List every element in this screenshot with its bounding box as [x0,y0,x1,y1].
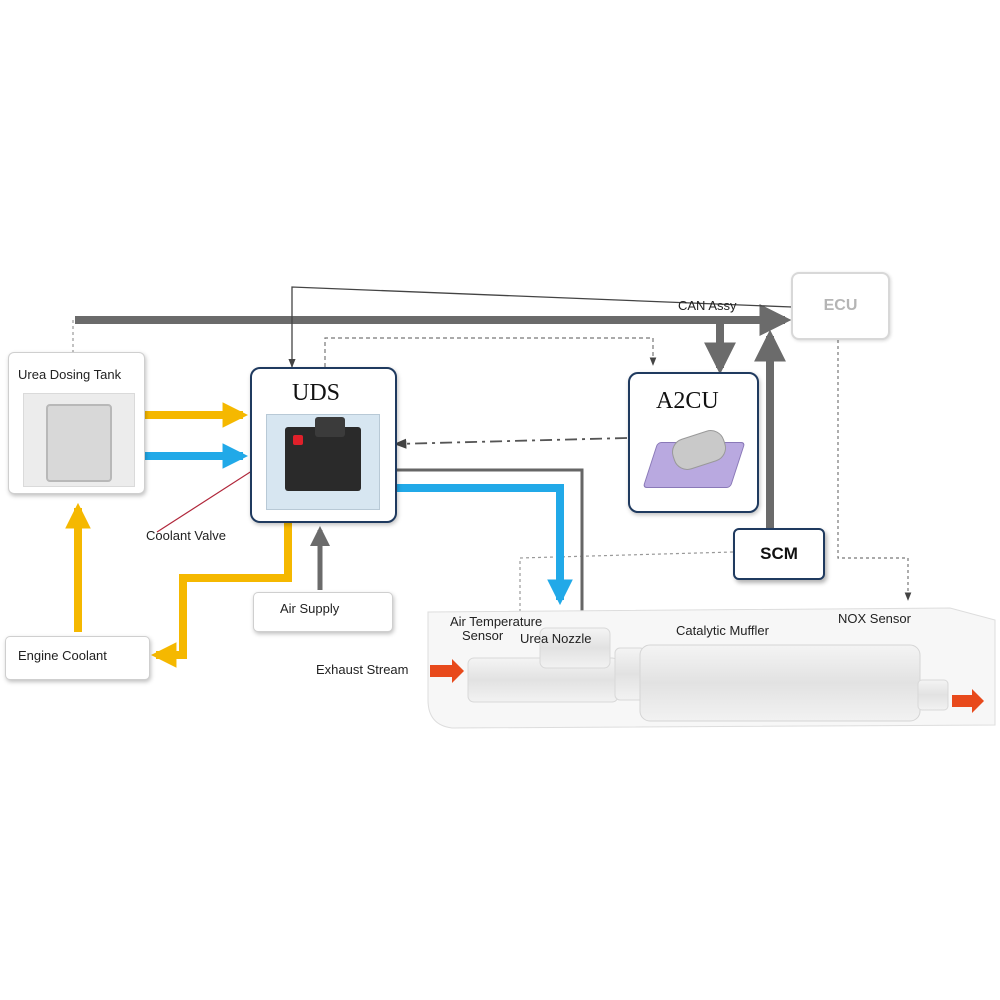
tank-canister-icon [46,404,112,482]
air-temperature-sensor-label-1: Air Temperature [450,614,543,629]
uds-title: UDS [292,380,341,406]
ecu-label: ECU [823,297,858,314]
engine-coolant-box [5,636,150,680]
air-temperature-sensor-label-2: Sensor [462,628,504,643]
uds-to-a2cu-dashed [324,337,657,367]
ecu-to-nox-dotted [837,340,912,601]
ecu-to-uds-line [288,286,793,368]
sensor-to-scm-dotted [519,551,734,612]
can-assy-label: CAN Assy [678,298,737,313]
urea-tank-image [23,393,135,487]
scm-box: SCM [733,528,825,580]
catalytic-muffler-label: Catalytic Muffler [676,623,769,638]
uds-unit-image [266,414,380,510]
air-supply-box [253,592,393,632]
urea-dosing-tank-label: Urea Dosing Tank [18,367,122,382]
exhaust-in-arrow [430,659,464,683]
urea-nozzle-label: Urea Nozzle [520,631,592,646]
exhaust-out-arrow [952,689,984,713]
scm-label: SCM [760,544,798,563]
uds-to-nozzle-gray [396,468,584,612]
exhaust-stream-label: Exhaust Stream [316,662,409,677]
urea-dosing-tank-box [8,352,145,494]
exhaust-system [427,607,996,729]
engine-coolant-label: Engine Coolant [18,648,107,663]
ecu-box: ECU [791,272,890,340]
a2cu-unit-image [642,426,746,494]
a2cu-title: A2CU [656,388,719,414]
coolant-valve-label: Coolant Valve [146,528,226,543]
coolant-valve-marker [293,435,303,445]
air-supply-label: Air Supply [280,601,340,616]
nox-sensor-label: NOX Sensor [838,611,911,626]
coolant-return-line [150,522,292,668]
uds-unit-top [315,417,345,437]
a2cu-to-uds-dashdot [393,437,628,449]
urea-line-to-nozzle [396,484,573,606]
